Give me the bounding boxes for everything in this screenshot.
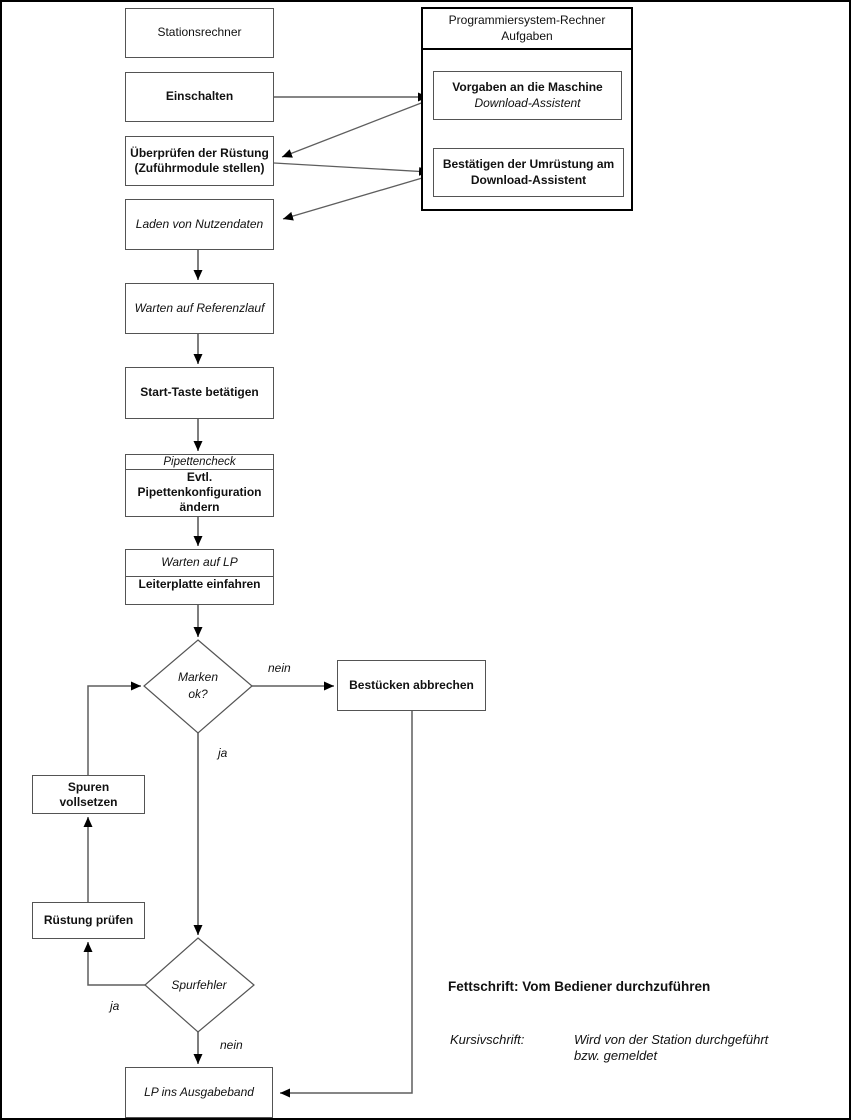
connector-spuren-to-marken-ok — [87, 681, 141, 775]
legend-kursivschrift-text: Wird von der Station durchgeführt bzw. g… — [574, 1032, 769, 1063]
connector-ueberpruefen-to-bestaetigen — [273, 162, 430, 176]
node-laden-von-nutzendaten: Laden von Nutzendaten — [125, 199, 274, 250]
node-pipettencheck-status: Pipettencheck — [126, 455, 273, 470]
node-warten-auf-referenzlauf: Warten auf Referenzlauf — [125, 283, 274, 334]
decision-spurfehler-shape — [144, 937, 255, 1033]
node-spuren-vollsetzen: Spuren vollsetzen — [32, 775, 145, 814]
edge-label-spurfehler-nein: nein — [220, 1038, 243, 1052]
node-ruestung-pruefen: Rüstung prüfen — [32, 902, 145, 939]
node-pipettencheck-action: Evtl. Pipettenkonfiguration ändern — [137, 470, 262, 514]
node-ueberpruefen-der-ruestung: Überprüfen der Rüstung (Zuführmodule ste… — [125, 136, 274, 186]
decision-marken-ok-shape — [143, 639, 253, 734]
node-warten-auf-lp-action: Leiterplatte einfahren — [138, 577, 261, 591]
node-lp-ins-ausgabeband: LP ins Ausgabeband — [125, 1067, 273, 1118]
legend-kursivschrift-label: Kursivschrift: — [450, 1032, 525, 1047]
node-warten-auf-lp-status: Warten auf LP — [126, 550, 273, 577]
node-vorgaben-bold-line: Vorgaben an die Maschine — [452, 80, 603, 95]
node-bestaetigen-der-umruestung: Bestätigen der Umrüstung am Download-Ass… — [433, 148, 624, 197]
panel-title: Programmiersystem-Rechner Aufgaben — [423, 9, 631, 50]
edge-label-spurfehler-ja: ja — [110, 999, 120, 1013]
node-vorgaben-italic-line: Download-Assistent — [474, 95, 581, 110]
node-warten-auf-lp: Warten auf LP Leiterplatte einfahren — [125, 549, 274, 605]
connector-spurfehler-to-ruestung — [83, 942, 145, 986]
connector-vorgaben-to-ueberpruefen — [281, 99, 430, 158]
edge-label-marken-ja: ja — [218, 746, 228, 760]
node-start-taste-betaetigen: Start-Taste betätigen — [125, 367, 274, 419]
decision-spurfehler-label: Spurfehler — [171, 978, 227, 992]
connector-bestuecken-to-lp-ausgabeband — [280, 711, 413, 1098]
node-einschalten: Einschalten — [125, 72, 274, 122]
decision-marken-ok-label: Marken ok? — [177, 670, 218, 701]
legend-fettschrift-note: Fettschrift: Vom Bediener durchzuführen — [448, 979, 711, 994]
node-stationsrechner: Stationsrechner — [125, 8, 274, 58]
node-pipettencheck: Pipettencheck Evtl. Pipettenkonfiguratio… — [125, 454, 274, 517]
edge-label-marken-nein: nein — [268, 661, 291, 675]
node-bestuecken-abbrechen: Bestücken abbrechen — [337, 660, 486, 711]
node-vorgaben-an-die-maschine: Vorgaben an die Maschine Download-Assist… — [433, 71, 622, 120]
connector-bestaetigen-to-laden — [282, 175, 430, 221]
